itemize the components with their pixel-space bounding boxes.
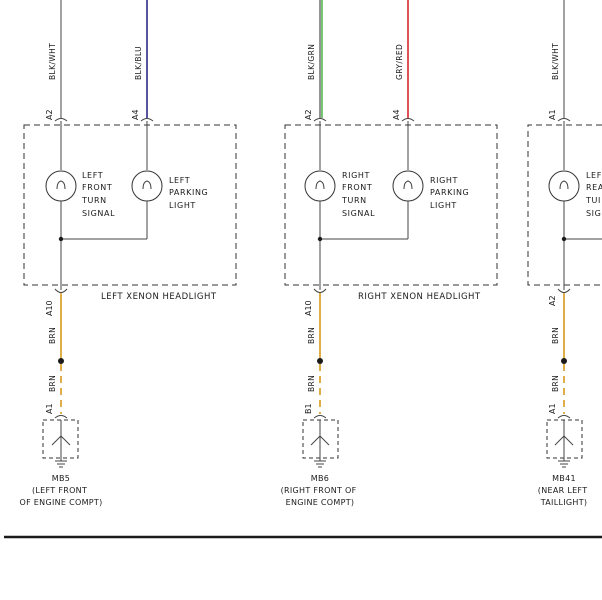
ground-id-mb6: MB6 xyxy=(311,474,329,483)
bulb-left-parking-icon xyxy=(131,170,163,202)
ground-wire xyxy=(51,435,62,446)
connector-cup-a1 xyxy=(557,118,571,122)
bulb-label-left-parking: LEFT PARKING LIGHT xyxy=(169,176,212,210)
pin-label-a10: A10 xyxy=(45,300,54,316)
wire-label-brn-2: BRN xyxy=(551,375,560,392)
bulb-left-front-turn-icon xyxy=(45,170,77,202)
wire-label-blk-grn: BLK/GRN xyxy=(307,44,316,80)
component-box-left-headlight xyxy=(23,124,237,286)
connector-cup-a4 xyxy=(140,118,154,122)
connector-cup-a2 xyxy=(557,288,571,293)
wire-label-gry-red: GRY/RED xyxy=(395,44,404,80)
pin-label-a10: A10 xyxy=(304,300,313,316)
connector-cup-a2 xyxy=(54,118,68,122)
bulb-filament-icon xyxy=(559,180,569,190)
connector-cup-a1 xyxy=(54,415,68,419)
component-box-left-rear xyxy=(527,124,602,286)
pin-label-a2: A2 xyxy=(304,109,313,120)
ground-wire xyxy=(563,435,574,446)
splice-dot xyxy=(58,236,64,242)
pin-label-a1: A1 xyxy=(548,109,557,120)
pin-label-a2: A2 xyxy=(45,109,54,120)
pin-label-b1: B1 xyxy=(304,403,313,414)
bulb-label-left-front-turn: LEFT FRONT TURN SIGNAL xyxy=(81,171,115,218)
wire-label-blk-blu: BLK/BLU xyxy=(134,46,143,80)
bulb-filament-icon xyxy=(403,180,413,190)
wire-label-brn: BRN xyxy=(48,327,57,344)
ground-wire xyxy=(319,435,330,446)
splice-dot xyxy=(317,236,323,242)
wire-label-blk-wht-2: BLK/WHT xyxy=(551,43,560,80)
ground-desc-mb6: (RIGHT FRONT OF ENGINE COMPT) xyxy=(281,486,360,507)
splice-dot xyxy=(561,236,567,242)
ground-id-mb5: MB5 xyxy=(52,474,70,483)
pin-label-a4: A4 xyxy=(392,109,401,120)
bulb-right-parking-icon xyxy=(392,170,424,202)
splice-dot xyxy=(317,358,323,364)
wire-label-brn-2: BRN xyxy=(48,375,57,392)
connector-cup-a10 xyxy=(54,288,68,293)
pin-label-a1: A1 xyxy=(45,403,54,414)
connector-cup-a10 xyxy=(313,288,327,293)
ground-wire xyxy=(60,435,71,446)
ground-symbol-icon xyxy=(558,460,570,468)
bulb-label-left-rear-turn: LEF REA TUI SIG xyxy=(585,171,602,218)
component-title-left-headlight: LEFT XENON HEADLIGHT xyxy=(101,292,217,302)
ground-wire xyxy=(554,435,565,446)
ground-desc-mb41: (NEAR LEFT TAILLIGHT) xyxy=(538,486,590,507)
circuit-right-headlight: BLK/GRN GRY/RED A2 A4 RIGHT FRONT TURN S… xyxy=(281,0,498,507)
pin-label-a4: A4 xyxy=(131,109,140,120)
connector-cup-a4 xyxy=(401,118,415,122)
wire-label-brn: BRN xyxy=(307,327,316,344)
circuit-left-headlight: BLK/WHT BLK/BLU A2 A4 LEFT FRONT TURN SI… xyxy=(19,0,237,507)
circuit-left-rear: BLK/WHT A1 LEF REA TUI SIG A2 BRN BRN A1 xyxy=(527,0,602,507)
ground-id-mb41: MB41 xyxy=(552,474,576,483)
ground-symbol-icon xyxy=(55,460,67,468)
splice-dot xyxy=(561,358,567,364)
connector-cup-b1 xyxy=(313,415,327,419)
pin-label-a2: A2 xyxy=(548,295,557,306)
bulb-right-front-turn-icon xyxy=(304,170,336,202)
ground-symbol-icon xyxy=(314,460,326,468)
pin-label-a1-lower: A1 xyxy=(548,403,557,414)
bulb-filament-icon xyxy=(142,180,152,190)
ground-wire xyxy=(310,435,321,446)
bulb-filament-icon xyxy=(315,180,325,190)
connector-cup-a1-lower xyxy=(557,415,571,419)
bulb-label-right-front-turn: RIGHT FRONT TURN SIGNAL xyxy=(341,171,375,218)
connector-cup-a2 xyxy=(313,118,327,122)
bulb-label-right-parking: RIGHT PARKING LIGHT xyxy=(430,176,473,210)
bulb-left-rear-turn-icon xyxy=(548,170,580,202)
component-box-right-headlight xyxy=(284,124,498,286)
bulb-filament-icon xyxy=(56,180,66,190)
wire-label-brn: BRN xyxy=(551,327,560,344)
wire-label-brn-2: BRN xyxy=(307,375,316,392)
splice-dot xyxy=(58,358,64,364)
ground-desc-mb5: (LEFT FRONT OF ENGINE COMPT) xyxy=(19,486,102,507)
wire-label-blk-wht-1: BLK/WHT xyxy=(48,43,57,80)
component-title-right-headlight: RIGHT XENON HEADLIGHT xyxy=(358,292,481,302)
